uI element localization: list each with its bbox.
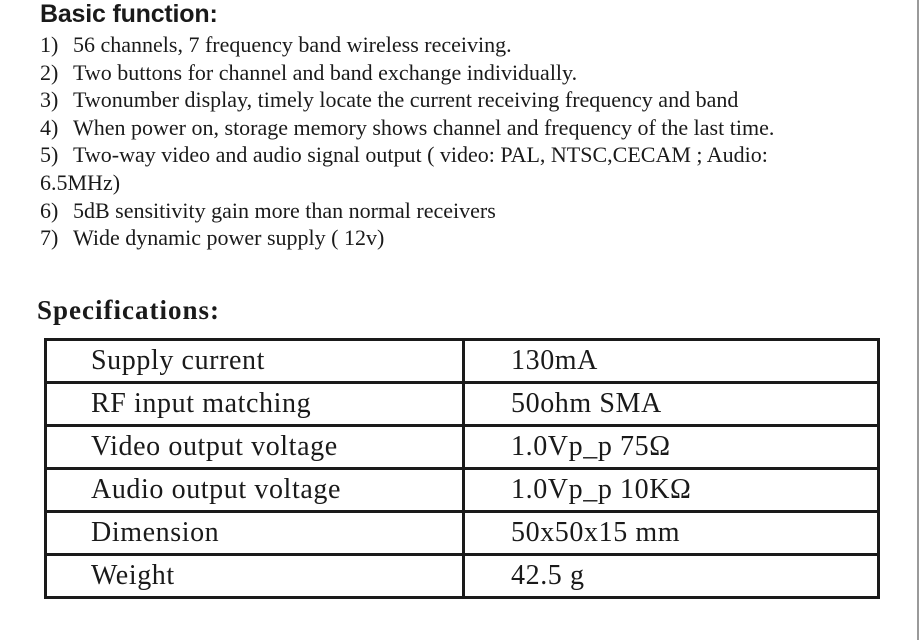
- function-item: 6) 5dB sensitivity gain more than normal …: [40, 197, 910, 225]
- function-item-number: 3): [40, 87, 59, 113]
- function-item-number: 6): [40, 197, 59, 223]
- table-row: Supply current 130mA: [44, 338, 880, 384]
- function-item: 3) Twonumber display, timely locate the c…: [40, 86, 910, 114]
- function-item-number: 1): [40, 32, 59, 57]
- spec-value: 50x50x15 mm: [462, 510, 880, 556]
- spec-label: Video output voltage: [44, 424, 465, 470]
- specifications-heading: Specifications:: [37, 295, 220, 325]
- table-row: Weight 42.5 g: [44, 553, 880, 599]
- spec-label: Supply current: [44, 338, 465, 384]
- function-item-number: 7): [40, 225, 59, 251]
- function-item-number: 2): [40, 59, 59, 85]
- function-item-number: 4): [40, 114, 59, 140]
- function-item-text: 5dB sensitivity gain more than normal re…: [73, 197, 496, 223]
- spec-label: Dimension: [44, 510, 465, 556]
- spec-value: 42.5 g: [462, 553, 880, 599]
- spec-label: RF input matching: [44, 381, 465, 427]
- spec-value: 130mA: [462, 338, 880, 384]
- specifications-table: Supply current 130mA RF input matching 5…: [44, 338, 880, 599]
- function-item: 5) Two-way video and audio signal output …: [40, 141, 910, 196]
- table-row: Dimension 50x50x15 mm: [44, 510, 880, 556]
- spec-value: 1.0Vp_p 75Ω: [462, 424, 880, 470]
- function-item-number: 5): [40, 142, 59, 168]
- page-edge-rule: [917, 0, 919, 640]
- spec-value: 1.0Vp_p 10KΩ: [462, 467, 880, 513]
- function-item-continuation: 6.5MHz): [40, 169, 121, 195]
- function-item: 7) Wide dynamic power supply ( 12v): [40, 224, 910, 252]
- function-item-text: Twonumber display, timely locate the cur…: [73, 87, 739, 113]
- spec-label: Weight: [44, 553, 465, 599]
- table-row: RF input matching 50ohm SMA: [44, 381, 880, 427]
- table-row: Video output voltage 1.0Vp_p 75Ω: [44, 424, 880, 470]
- spec-label: Audio output voltage: [44, 467, 465, 513]
- basic-function-list: 1) 56 channels, 7 frequency band wireless…: [40, 31, 910, 252]
- function-item-text: Wide dynamic power supply ( 12v): [73, 225, 385, 251]
- spec-value: 50ohm SMA: [462, 381, 880, 427]
- table-row: Audio output voltage 1.0Vp_p 10KΩ: [44, 467, 880, 513]
- function-item-text: When power on, storage memory shows chan…: [73, 114, 775, 140]
- function-item-text: 56 channels, 7 frequency band wireless r…: [73, 32, 512, 57]
- function-item: 2) Two buttons for channel and band excha…: [40, 59, 910, 87]
- function-item: 1) 56 channels, 7 frequency band wireless…: [40, 31, 910, 59]
- function-item-text: Two-way video and audio signal output ( …: [73, 142, 768, 168]
- function-item-text: Two buttons for channel and band exchang…: [73, 59, 578, 85]
- function-item: 4) When power on, storage memory shows ch…: [40, 114, 910, 142]
- basic-function-heading: Basic function:: [40, 0, 218, 28]
